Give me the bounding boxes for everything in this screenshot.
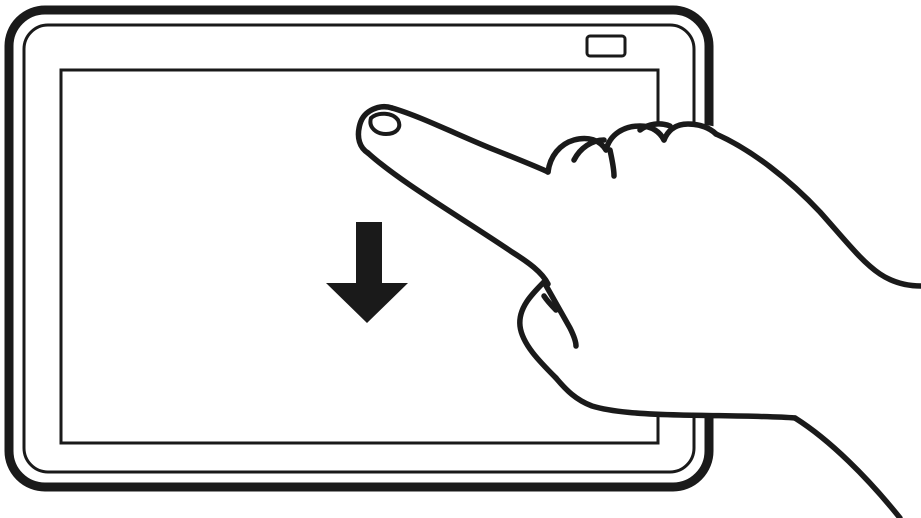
camera-icon xyxy=(587,36,625,56)
